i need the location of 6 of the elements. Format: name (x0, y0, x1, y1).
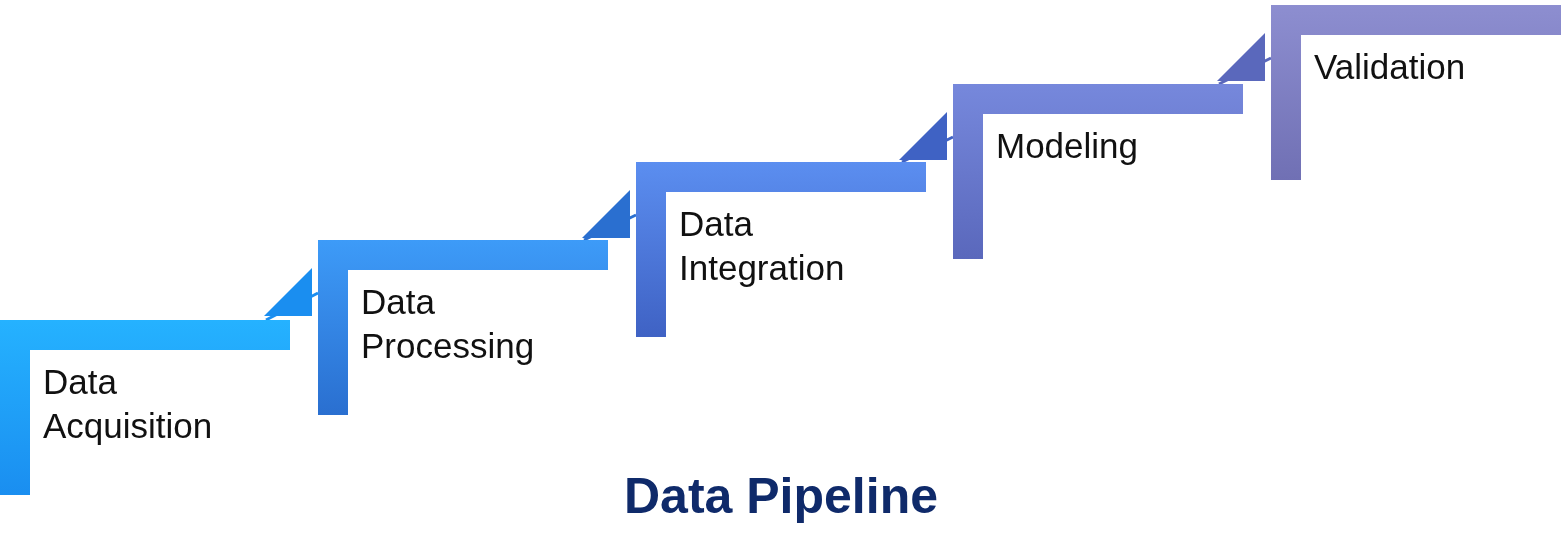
step-label: Data Processing (361, 281, 536, 367)
step-label: Data Integration (679, 203, 846, 289)
step-label: Modeling (996, 125, 1140, 167)
step-label: Data Acquisition (43, 361, 214, 447)
diagram-title: Data Pipeline (623, 467, 939, 526)
step-label: Validation (1314, 46, 1467, 88)
